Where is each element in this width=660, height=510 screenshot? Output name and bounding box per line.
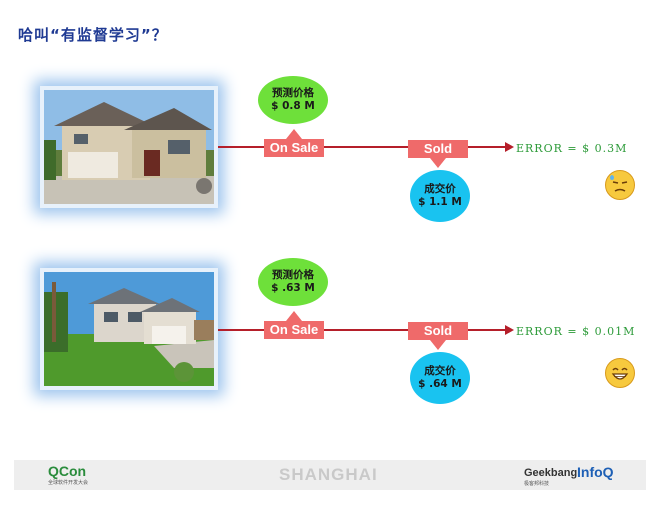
qcon-subtitle: 全球软件开发大会 xyxy=(48,480,89,486)
error-text-1: ERROR = $ 0.3M xyxy=(516,142,628,155)
sold-pointer-1 xyxy=(430,158,446,168)
slide-title: 哈叫“有监督学习”？ xyxy=(18,26,168,44)
geekbang-subtitle: 极客邦科技 xyxy=(524,481,550,487)
sold-pointer-2 xyxy=(430,340,446,350)
on-sale-tag-1: On Sale xyxy=(264,139,324,157)
house-photo-1 xyxy=(40,86,218,208)
on-sale-pointer-2 xyxy=(286,311,302,321)
predicted-price-value-2: $ .63 M xyxy=(271,282,315,294)
house-photo-2 xyxy=(40,268,218,390)
error-text-2: ERROR = $ 0.01M xyxy=(516,325,636,338)
infoq-logo: InfoQ xyxy=(577,464,614,480)
actual-price-label-1: 成交价 xyxy=(424,183,456,195)
predicted-price-value-1: $ 0.8 M xyxy=(271,100,315,112)
predicted-price-bubble-1: 预测价格 $ 0.8 M xyxy=(258,76,328,124)
sold-tag-1: Sold xyxy=(408,140,468,158)
predicted-price-label-1: 预测价格 xyxy=(272,87,314,99)
geekbang-logo: Geekbang xyxy=(524,467,578,479)
city-label: SHANGHAI xyxy=(279,465,378,484)
footer-bar: QCon 全球软件开发大会 SHANGHAI Geekbang 极客邦科技 In… xyxy=(14,460,646,490)
actual-price-bubble-1: 成交价 $ 1.1 M xyxy=(410,170,470,222)
arrowhead-2 xyxy=(505,325,514,335)
on-sale-pointer-1 xyxy=(286,129,302,139)
sold-tag-2: Sold xyxy=(408,322,468,340)
actual-price-value-2: $ .64 M xyxy=(418,378,462,390)
on-sale-tag-2: On Sale xyxy=(264,321,324,339)
predicted-price-bubble-2: 预测价格 $ .63 M xyxy=(258,258,328,306)
timeline-line-1 xyxy=(218,146,508,148)
grinning-face-icon xyxy=(605,358,635,388)
predicted-price-label-2: 预测价格 xyxy=(272,269,314,281)
timeline-line-2 xyxy=(218,329,508,331)
qcon-logo: QCon xyxy=(48,463,87,479)
actual-price-label-2: 成交价 xyxy=(424,365,456,377)
actual-price-value-1: $ 1.1 M xyxy=(418,196,462,208)
arrowhead-1 xyxy=(505,142,514,152)
actual-price-bubble-2: 成交价 $ .64 M xyxy=(410,352,470,404)
sad-sweat-face-icon xyxy=(605,170,635,200)
